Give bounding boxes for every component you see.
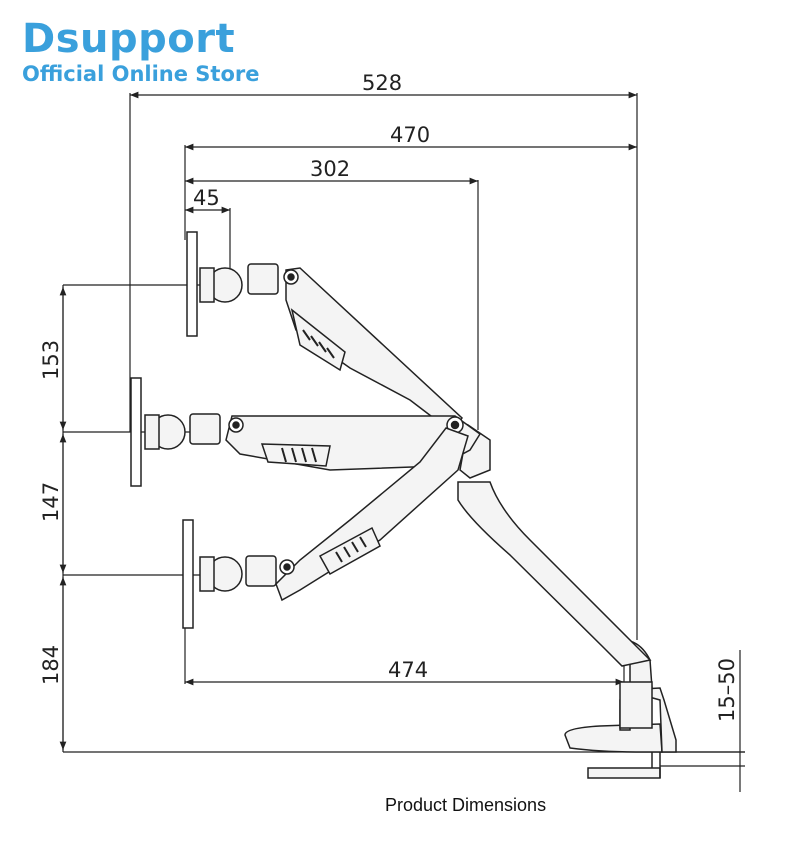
arm-position-lower (182, 427, 469, 629)
dim-470: 470 (390, 123, 430, 147)
diagram-caption: Product Dimensions (385, 795, 547, 815)
dim-147: 147 (39, 482, 63, 522)
brand-logo: Dsupport Official Online Store (22, 16, 260, 86)
dim-153: 153 (39, 340, 63, 380)
arm-position-upper (186, 231, 463, 434)
dim-302: 302 (310, 157, 350, 181)
dim-15-50: 15–50 (715, 658, 739, 722)
dimension-labels: 528 470 302 45 474 153 147 184 15–50 (39, 71, 739, 722)
dim-474: 474 (388, 658, 428, 682)
desk-clamp (564, 687, 677, 779)
brand-name: Dsupport (22, 16, 236, 62)
dim-184: 184 (39, 645, 63, 685)
dim-528: 528 (362, 71, 402, 95)
brand-subtitle: Official Online Store (22, 62, 260, 86)
lower-main-arm (457, 423, 652, 667)
dim-45: 45 (193, 186, 220, 210)
mount-pole (619, 639, 653, 731)
